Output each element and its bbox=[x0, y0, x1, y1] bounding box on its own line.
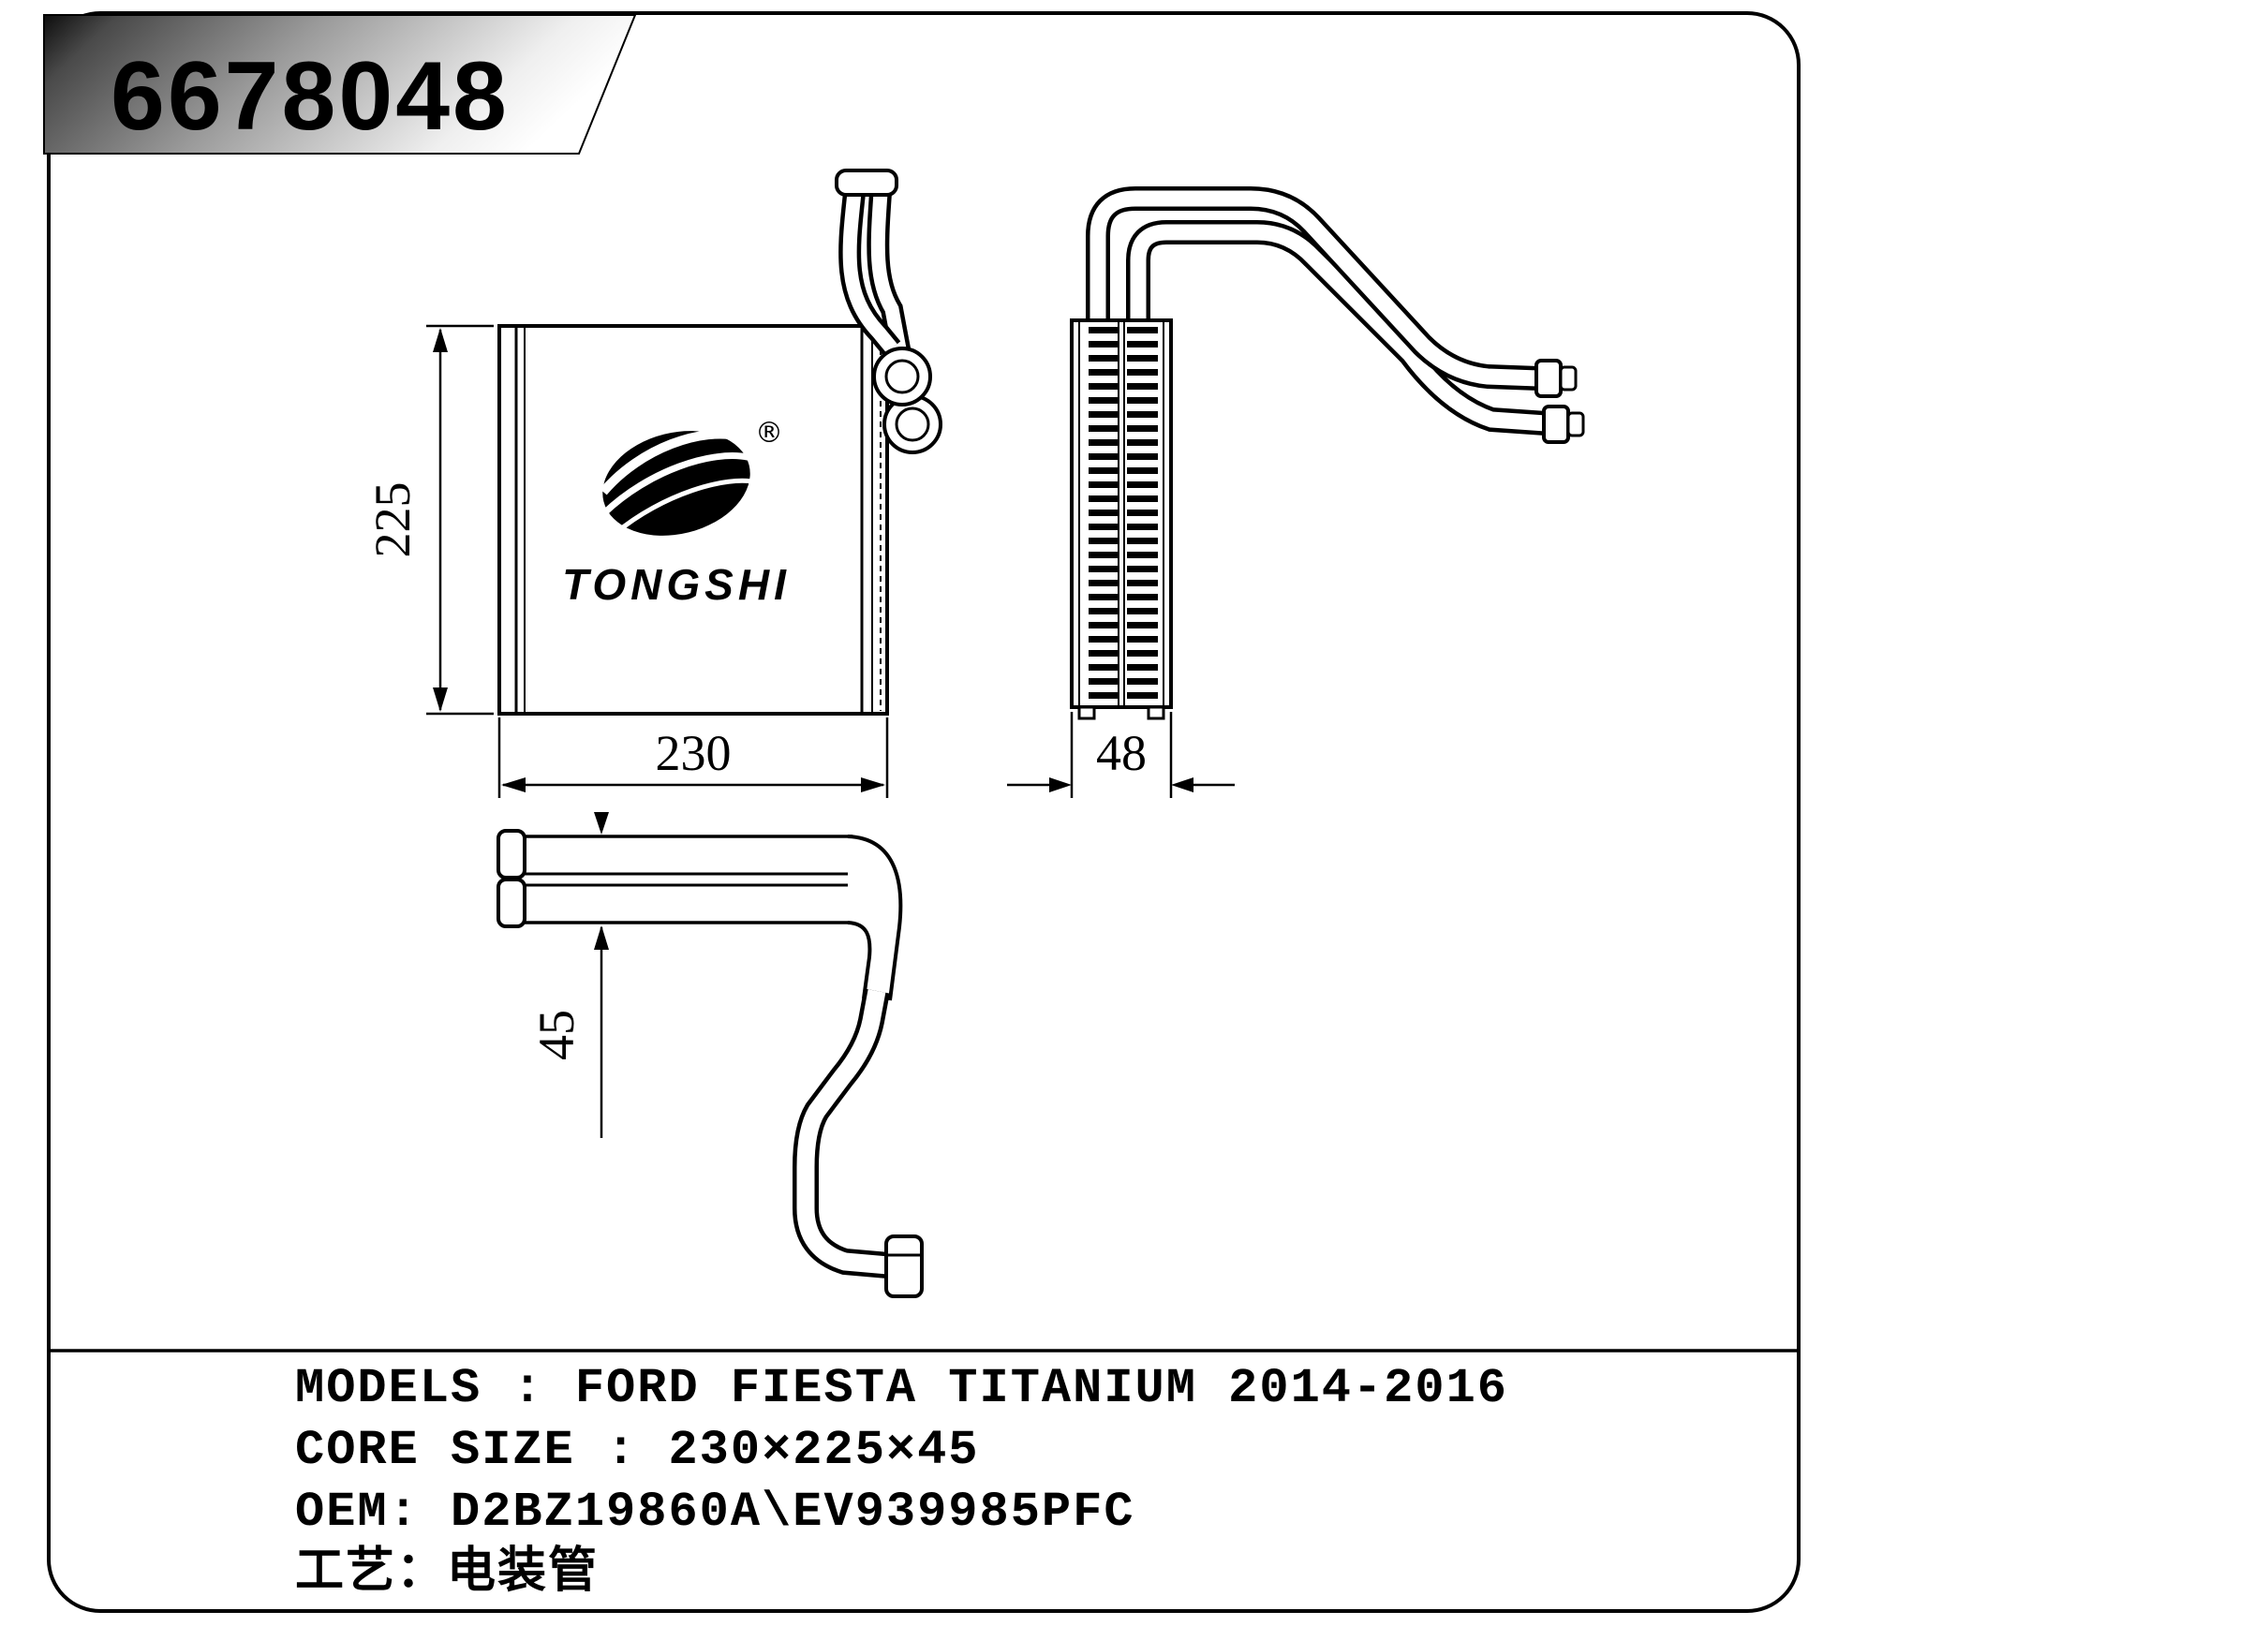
pipe-fitting-lower-tip bbox=[1566, 411, 1585, 437]
side-foot-left bbox=[1077, 705, 1096, 720]
dim-45-label: 45 bbox=[528, 1010, 585, 1060]
spec-oem: OEM: D2BZ19860A\EV939985PFC bbox=[295, 1485, 1135, 1540]
dimension-core-height: 225 bbox=[364, 324, 494, 716]
arrowhead bbox=[594, 925, 609, 950]
spec-process: 工艺：电装管 bbox=[295, 1544, 599, 1602]
pipe-fitting-upper bbox=[1534, 359, 1563, 398]
bottom-view-pipe bbox=[793, 988, 924, 1298]
dimension-core-width: 230 bbox=[497, 717, 889, 798]
side-view-pipes bbox=[1086, 186, 1585, 444]
dim-225-label: 225 bbox=[364, 482, 421, 558]
tube-end-cap-top bbox=[497, 829, 526, 880]
side-view bbox=[1070, 186, 1585, 720]
frame-border bbox=[47, 11, 1801, 1613]
banner-shape bbox=[43, 14, 637, 155]
pipe-fitting-upper-tip bbox=[1559, 365, 1578, 392]
front-view-pipes bbox=[835, 169, 942, 454]
dim-230-label: 230 bbox=[656, 725, 732, 781]
side-foot-right bbox=[1147, 705, 1165, 720]
tongshi-logo: ® TONGSHI bbox=[562, 417, 791, 609]
dimension-core-depth: 45 bbox=[528, 812, 609, 1138]
arrowhead bbox=[594, 812, 609, 835]
spec-core-size: CORE SIZE : 230×225×45 bbox=[295, 1423, 980, 1478]
tube-end-cap-bottom bbox=[497, 878, 526, 928]
arrowhead bbox=[433, 687, 448, 712]
fin-column-right bbox=[1127, 326, 1162, 702]
arrowhead bbox=[1049, 777, 1072, 792]
arrowhead bbox=[501, 777, 526, 792]
spec-block: MODELS : FORD FIESTA TITANIUM 2014-2016 … bbox=[295, 1361, 1508, 1602]
part-number-banner: 6678048 bbox=[43, 14, 637, 155]
part-number: 6678048 bbox=[111, 42, 510, 151]
arrowhead bbox=[433, 328, 448, 352]
pipe-joint-upper-inner bbox=[884, 359, 920, 394]
arrowhead bbox=[1171, 777, 1193, 792]
pipe-joint-lower-inner bbox=[895, 406, 930, 442]
registered-mark: ® bbox=[755, 417, 783, 450]
pipe-fitting-lower bbox=[1542, 405, 1570, 444]
dim-48-label: 48 bbox=[1096, 725, 1147, 781]
pipe-top-cap bbox=[835, 169, 898, 197]
dimension-overall-depth: 48 bbox=[1007, 712, 1235, 798]
front-view: ® TONGSHI bbox=[497, 169, 942, 716]
fin-column-left bbox=[1083, 326, 1118, 702]
pipe-connector bbox=[884, 1234, 924, 1298]
pipe-joint-upper bbox=[872, 347, 932, 406]
arrowhead bbox=[861, 777, 885, 792]
spec-models: MODELS : FORD FIESTA TITANIUM 2014-2016 bbox=[295, 1361, 1508, 1416]
brand-name: TONGSHI bbox=[562, 560, 791, 609]
bottom-view bbox=[497, 829, 924, 1298]
